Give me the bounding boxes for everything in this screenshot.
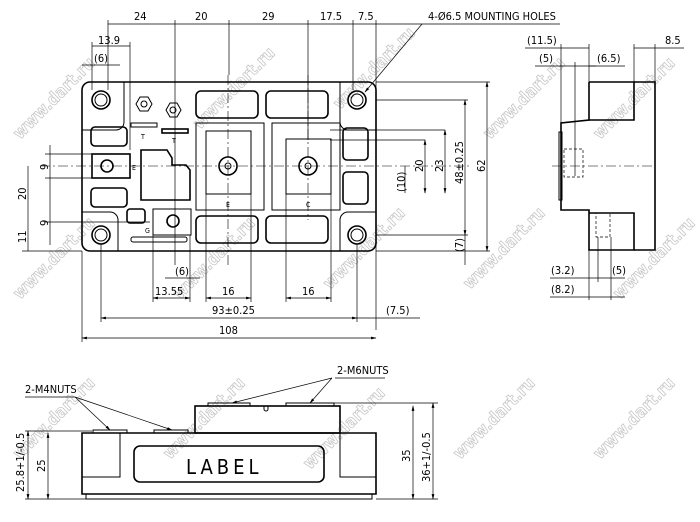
dim-36: 36+1/-0.5 bbox=[420, 432, 433, 482]
terminal-label: E bbox=[132, 164, 136, 172]
svg-text:www.dart.ru: www.dart.ru bbox=[159, 373, 249, 463]
label-text: LABEL bbox=[186, 455, 263, 479]
mounting-holes-note: 4-Ø6.5 MOUNTING HOLES bbox=[428, 10, 556, 23]
dim-8-5: 8.5 bbox=[665, 34, 681, 47]
dim-11-5: (11.5) bbox=[527, 34, 557, 47]
dim-29: 29 bbox=[262, 10, 275, 23]
top-view: T T E G E C bbox=[16, 10, 560, 342]
dim-7: (7) bbox=[453, 238, 466, 252]
dim-13-9: 13.9 bbox=[98, 34, 120, 47]
terminal-label: T bbox=[171, 137, 176, 145]
svg-text:www.dart.ru: www.dart.ru bbox=[9, 213, 99, 303]
m6-nuts-note: 2-M6NUTS bbox=[337, 364, 389, 377]
dim-16: 16 bbox=[222, 285, 235, 298]
mounting-hole bbox=[91, 90, 111, 110]
dim-5: (5) bbox=[539, 52, 553, 65]
dim-25-8: 25.8+1/-0.5 bbox=[14, 433, 27, 492]
dim-108: 108 bbox=[219, 324, 238, 337]
svg-text:www.dart.ru: www.dart.ru bbox=[449, 373, 539, 463]
dim-8-2: (8.2) bbox=[551, 283, 575, 296]
dim-16: 16 bbox=[302, 285, 315, 298]
terminal-label: T bbox=[140, 133, 145, 141]
svg-text:www.dart.ru: www.dart.ru bbox=[589, 373, 679, 463]
mounting-hole bbox=[347, 225, 367, 245]
dim-9: 9 bbox=[38, 220, 51, 226]
side-view: (11.5) (5) (6.5) 8.5 (3.2) (5) (8.2) bbox=[525, 34, 684, 300]
mounting-hole bbox=[91, 225, 111, 245]
terminal-label: G bbox=[145, 227, 150, 235]
dim-6: (6) bbox=[175, 265, 189, 278]
dim-35: 35 bbox=[400, 449, 413, 462]
dim-62: 62 bbox=[475, 159, 488, 172]
dim-5: (5) bbox=[612, 264, 626, 277]
m4-nuts-note: 2-M4NUTS bbox=[25, 383, 77, 396]
m4-nut-icon bbox=[135, 96, 153, 112]
svg-text:www.dart.ru: www.dart.ru bbox=[479, 53, 569, 143]
dim-20: 20 bbox=[16, 187, 29, 200]
dim-7-5: (7.5) bbox=[386, 304, 410, 317]
svg-text:www.dart.ru: www.dart.ru bbox=[459, 203, 549, 293]
dim-3-2: (3.2) bbox=[551, 264, 575, 277]
dim-23: 23 bbox=[433, 159, 446, 172]
svg-text:www.dart.ru: www.dart.ru bbox=[189, 43, 279, 133]
dim-11: 11 bbox=[16, 230, 29, 243]
dim-9: 9 bbox=[38, 164, 51, 170]
m4-nut-icon bbox=[165, 102, 182, 118]
dim-25: 25 bbox=[35, 459, 48, 472]
dim-13-55: 13.55 bbox=[155, 285, 183, 298]
dim-17-5: 17.5 bbox=[320, 10, 342, 23]
dim-20: 20 bbox=[195, 10, 208, 23]
dim-7-5: 7.5 bbox=[358, 10, 374, 23]
front-view: LABEL 2-M4NUTS 2-M6NUTS 25.8+1/-0.5 25 3… bbox=[14, 364, 438, 500]
mounting-hole bbox=[347, 90, 367, 110]
dim-93: 93±0.25 bbox=[212, 304, 255, 317]
dim-24: 24 bbox=[134, 10, 147, 23]
dim-6-5: (6.5) bbox=[597, 52, 621, 65]
dim-48: 48±0.25 bbox=[453, 141, 466, 184]
svg-text:www.dart.ru: www.dart.ru bbox=[319, 203, 409, 293]
dim-10: (10) bbox=[395, 172, 408, 192]
dim-6: (6) bbox=[94, 52, 108, 65]
dim-20: 20 bbox=[413, 159, 426, 172]
terminal-label: C bbox=[306, 201, 311, 209]
